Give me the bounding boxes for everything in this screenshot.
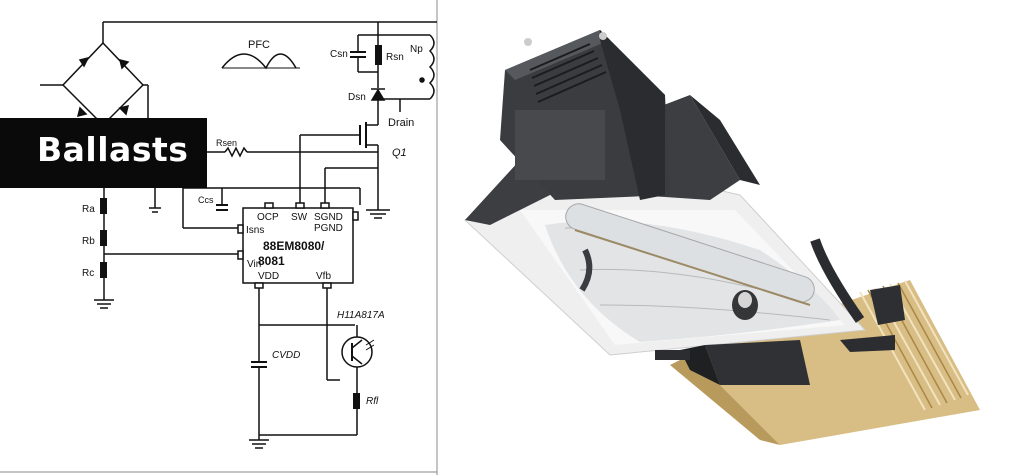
pin-sw-label: SW — [291, 212, 308, 223]
ra-label: Ra — [82, 204, 95, 215]
pfc-label: PFC — [248, 39, 270, 51]
rc-label: Rc — [82, 268, 94, 279]
ballast-housing — [500, 30, 670, 200]
rfl-label: Rfl — [366, 396, 379, 407]
pin-vin-label: Vin — [247, 259, 261, 270]
drain-label: Drain — [388, 117, 414, 129]
ccs-label: Ccs — [198, 195, 214, 205]
q1-label: Q1 — [392, 147, 407, 159]
ballast-fixture-image — [464, 30, 980, 445]
chip-part-number: 88EM8080/ — [263, 239, 325, 253]
heatsink — [670, 280, 980, 445]
rb-label: Rb — [82, 236, 95, 247]
csn-label: Csn — [330, 49, 348, 60]
pin-ocp-label: OCP — [257, 212, 279, 223]
banner-title: Ballasts — [37, 130, 189, 169]
np-label: Np — [410, 44, 423, 55]
rsen-label: Rsen — [216, 138, 237, 148]
pin-vdd-label: VDD — [258, 271, 279, 282]
reflector — [464, 154, 867, 356]
cvdd-label: CVDD — [272, 350, 300, 361]
ballasts-banner: Ballasts — [0, 118, 207, 188]
rsn-label: Rsn — [386, 52, 404, 63]
optocoupler-label: H11A817A — [337, 310, 385, 321]
controller-ic: OCP SW SGND PGND Isns 88EM8080/ 8081 Vin… — [237, 202, 359, 289]
chip-part-number-2: 8081 — [258, 254, 285, 268]
circuit-schematic: PFC Csn Rsn Np Dsn Drain — [0, 0, 438, 475]
dsn-label: Dsn — [348, 92, 366, 103]
pin-sgnd-label: SGND — [314, 212, 343, 223]
bridge-rectifier — [40, 22, 149, 127]
pin-isns-label: Isns — [246, 225, 264, 236]
optocoupler: H11A817A Rfl — [337, 310, 385, 435]
socket-bracket — [655, 335, 895, 385]
pin-pgnd-label: PGND — [314, 223, 343, 234]
pin-vfb-label: Vfb — [316, 271, 331, 282]
pfc-waveform-icon: PFC — [221, 39, 300, 70]
